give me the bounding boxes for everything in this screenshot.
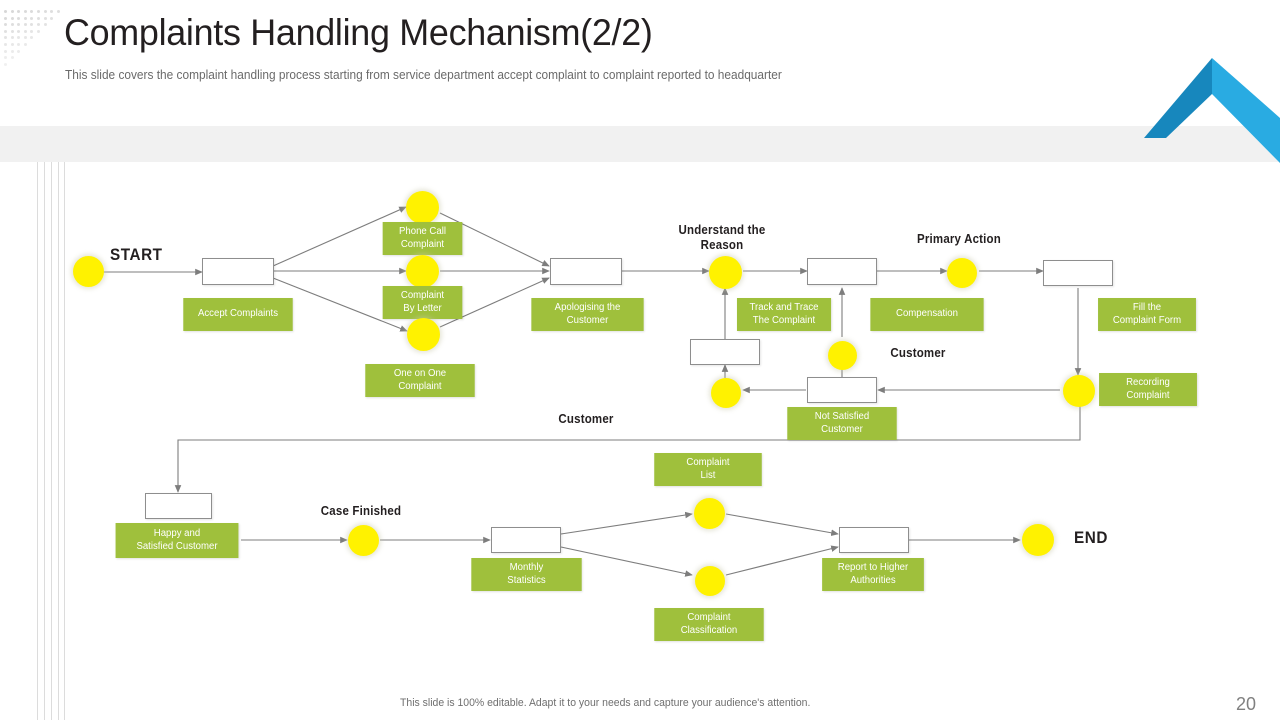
- box-apologising-the-customer[interactable]: [550, 258, 622, 285]
- label-fill-the-complaint-form: Fill the Complaint Form: [1098, 298, 1196, 331]
- box-monthly-statistics[interactable]: [491, 527, 561, 553]
- header-divider-band: [0, 126, 1280, 162]
- left-rule-4: [58, 162, 59, 720]
- node-complaint-by-letter[interactable]: [406, 255, 439, 288]
- page-subtitle: This slide covers the complaint handling…: [65, 68, 782, 82]
- label-complaint-list: Complaint List: [654, 453, 762, 486]
- box-accept-complaints[interactable]: [202, 258, 274, 285]
- node-complaint-classification[interactable]: [695, 566, 725, 596]
- box-not-satisfied-customer[interactable]: [807, 377, 877, 403]
- heading-customer-right: Customer: [890, 346, 946, 360]
- page-number: 20: [1236, 694, 1257, 714]
- heading-primary-action: Primary Action: [917, 232, 1001, 246]
- label-track-and-trace-the-complaint: Track and Trace The Complaint: [736, 298, 832, 331]
- label-compensation: Compensation: [870, 298, 984, 331]
- label-recording-complaint: Recording Complaint: [1099, 373, 1197, 406]
- label-phone-call-complaint: Phone Call Complaint: [382, 222, 463, 255]
- dot-grid-decoration: [4, 6, 64, 102]
- node-start[interactable]: [73, 256, 104, 287]
- node-case-finished[interactable]: [348, 525, 379, 556]
- box-fill-the-complaint-form[interactable]: [1043, 260, 1113, 286]
- left-rule-5: [64, 162, 65, 720]
- label-monthly-statistics: Monthly Statistics: [471, 558, 582, 591]
- end-label: END: [1074, 528, 1108, 547]
- page-title: Complaints Handling Mechanism(2/2): [64, 12, 653, 53]
- node-customer-right[interactable]: [828, 341, 857, 370]
- label-accept-complaints: Accept Complaints: [183, 298, 293, 331]
- label-report-to-higher-authorities: Report to Higher Authorities: [822, 558, 924, 591]
- heading-customer-left: Customer: [558, 412, 614, 426]
- node-phone-call-complaint[interactable]: [406, 191, 439, 224]
- start-label: START: [110, 245, 163, 264]
- brand-chevron-logo: [1144, 58, 1280, 163]
- left-rule-2: [44, 162, 45, 720]
- node-understand-the-reason[interactable]: [709, 256, 742, 289]
- node-complaint-list[interactable]: [694, 498, 725, 529]
- box-happy-and-satisfied-customer[interactable]: [145, 493, 212, 519]
- box-report-to-higher-authorities[interactable]: [839, 527, 909, 553]
- heading-understand-the-reason: Understand the Reason: [678, 223, 766, 252]
- left-rule-3: [51, 162, 52, 720]
- node-end[interactable]: [1022, 524, 1054, 556]
- label-complaint-classification: Complaint Classification: [654, 608, 764, 641]
- box-track-and-trace-the-complaint[interactable]: [807, 258, 877, 285]
- heading-case-finished: Case Finished: [320, 504, 402, 518]
- node-recording-complaint[interactable]: [1063, 375, 1095, 407]
- label-not-satisfied-customer: Not Satisfied Customer: [787, 407, 897, 440]
- label-apologising-the-customer: Apologising the Customer: [531, 298, 644, 331]
- left-rule-1: [37, 162, 38, 720]
- node-one-on-one-complaint[interactable]: [407, 318, 440, 351]
- box-middle-relay[interactable]: [690, 339, 760, 365]
- node-compensation[interactable]: [947, 258, 977, 288]
- label-happy-and-satisfied-customer: Happy and Satisfied Customer: [115, 523, 239, 558]
- label-one-on-one-complaint: One on One Complaint: [365, 364, 475, 397]
- label-complaint-by-letter: Complaint By Letter: [382, 286, 463, 319]
- footer-note: This slide is 100% editable. Adapt it to…: [400, 697, 811, 709]
- node-customer-left[interactable]: [711, 378, 741, 408]
